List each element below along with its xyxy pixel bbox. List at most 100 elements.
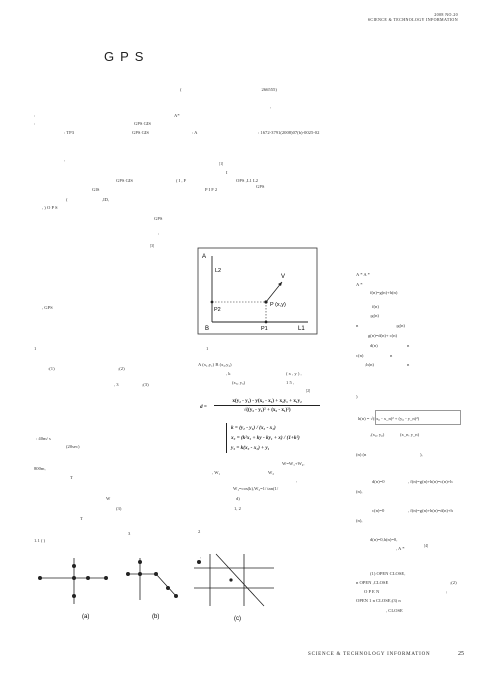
- body-text-line: GIS: [92, 187, 100, 192]
- body-text-line: ,ID,: [102, 197, 110, 202]
- page-number: 25: [458, 651, 464, 657]
- eq-y3: y₃ = k(x₃ - x₁) + y₁: [231, 445, 270, 451]
- body-text-line: (x_n, y_n): [400, 432, 420, 437]
- abstract-line: :: [34, 121, 36, 126]
- body-text-line: OPEN 1 n CLOSE;(3) n: [356, 598, 401, 603]
- affiliation: (266555): [180, 87, 277, 92]
- body-text-line: n: [407, 343, 410, 348]
- body-text-line: (: [66, 197, 68, 202]
- body-text-line: d(n)=0: [372, 479, 385, 484]
- body-text-line: ;g(n): [370, 313, 379, 318]
- body-text-line: OPS ,L1 L2: [236, 178, 259, 183]
- footer-journal: SCIENCE & TECHNOLOGY INFORMATION: [308, 652, 431, 657]
- body-text-line: 1: [206, 346, 209, 351]
- abstract-line: A*: [174, 113, 180, 118]
- body-text-line: c(n): [356, 353, 364, 358]
- body-text-line: , 3: [114, 382, 119, 387]
- body-text-line: ,(x₀, y₀): [370, 432, 385, 437]
- body-text-line: I: [226, 170, 228, 175]
- body-text-line: n: [356, 323, 359, 328]
- point-p1: [264, 320, 268, 324]
- body-text-line: 1 5 ,: [286, 380, 295, 385]
- abstract-line: : TP3: [64, 130, 74, 135]
- body-text-line: , ) O P S: [42, 205, 58, 210]
- body-text-line: [1]: [219, 162, 224, 166]
- body-text-line: h(n) = √((x₀ - x_n)² + (y₀ - y_n)²): [358, 416, 420, 421]
- body-text-line: :(1): [48, 366, 55, 371]
- body-text-line: , f(n)=g(n)+h(n)=d(n)+h: [408, 508, 453, 513]
- subfigure-c: (c): [194, 553, 274, 622]
- body-text-line: (x₃, y₃): [232, 380, 246, 385]
- body-text-line: ): [356, 394, 358, 399]
- body-text-line: (n),: [356, 518, 363, 523]
- body-text-line: 800m,: [34, 466, 46, 471]
- body-text-line: W₂: [268, 470, 274, 475]
- body-text-line: ,: [64, 157, 66, 162]
- body-text-line: [2]: [306, 389, 311, 393]
- body-text-line: d(n): [370, 343, 378, 348]
- body-text-line: c(n)=0: [372, 508, 385, 513]
- abstract-line: GPS GIS: [134, 121, 151, 126]
- label-p2: P2: [214, 307, 221, 313]
- subfigure-a: (a): [38, 558, 108, 620]
- distance-denominator: √((y₂ - y₁)² + (x₂ - x₁)²): [243, 407, 291, 413]
- body-text-line: [4]: [424, 544, 429, 548]
- label-v: V: [281, 274, 285, 280]
- body-text-line: GPS: [154, 216, 163, 221]
- body-text-line: , f(n)=g(n)+h(n)=c(n)+h: [408, 479, 453, 484]
- body-text-line: ,: [200, 554, 202, 559]
- label-p: P (x,y): [270, 302, 286, 308]
- eq-k: k = (y₂ - y₁) / (x₂ - x₁): [231, 425, 276, 431]
- body-text-line: A * A *: [356, 272, 370, 277]
- body-text-line: ,: [296, 478, 298, 483]
- body-text-line: d): [236, 496, 240, 501]
- svg-text:(b): (b): [152, 614, 159, 620]
- point-p2: [210, 300, 214, 304]
- abstract-line: :: [34, 113, 36, 118]
- body-text-line: 1.1 ( ): [34, 538, 46, 543]
- body-text-line: P I F 2: [205, 187, 218, 192]
- body-text-line: ;(3): [142, 382, 149, 387]
- body-text-line: , GPS: [42, 305, 53, 310]
- label-l2: L2: [215, 268, 221, 274]
- body-text-line: : 40m/ s: [36, 436, 51, 441]
- body-text-line: (20sec): [66, 444, 80, 449]
- distance-numerator: x(y₂ - y₁) - y(x₂ - x₁) + x₂y₁ + x₁y₂: [232, 398, 302, 404]
- body-text-line: W: [106, 496, 111, 501]
- projection-equations: k = (y₂ - y₁) / (x₂ - x₁) x₃ = (k²x₁ + k…: [226, 423, 300, 453]
- svg-text:(c): (c): [234, 616, 241, 622]
- body-text-line: n OPEN ,CLOSE: [356, 580, 389, 585]
- abstract-line: : 1672-3791(2008)07(b)-0025-02: [258, 130, 320, 135]
- body-text-line: ),: [420, 452, 423, 457]
- body-text-line: n: [390, 353, 393, 358]
- body-text-line: ;(2): [118, 366, 125, 371]
- body-text-line: W₁=cos(k),W₂=1/ tan(1/: [233, 486, 279, 491]
- body-text-line: (n),: [356, 489, 363, 494]
- figure-1-diagram: A L2 V P2 P (x,y) B P1 L1: [197, 247, 318, 335]
- body-text-line: GPS: [256, 184, 265, 189]
- body-text-line: (1) OPEN CLOSE,: [370, 571, 406, 576]
- body-text-line: :: [158, 231, 160, 236]
- body-text-line: , k: [226, 371, 231, 376]
- body-text-line: W=W₁+W₂,: [282, 461, 305, 466]
- body-text-line: A (x₁,y₁) B (x₂,y₂): [198, 362, 232, 367]
- paper-title: GPS: [104, 49, 150, 64]
- point-p: [264, 300, 268, 304]
- body-text-line: n: [407, 362, 410, 367]
- body-text-line: , A *: [396, 546, 405, 551]
- body-text-line: O P E N: [364, 589, 380, 594]
- body-text-line: T: [70, 475, 73, 480]
- label-a: A: [202, 254, 206, 260]
- body-text-line: f(n): [372, 304, 379, 309]
- journal-header: 2008 NO.20 SCIENCE & TECHNOLOGY INFORMAT…: [368, 12, 458, 22]
- eq-x3: x₃ = (k²x₁ + ky - ky₁ + x) / (1+k²): [231, 435, 300, 441]
- body-text-line: ;h(n): [365, 362, 374, 367]
- body-text-line: , CLOSE: [386, 608, 403, 613]
- issue-number: 2008 NO.20: [434, 12, 458, 17]
- body-text-line: T: [80, 516, 83, 521]
- body-text-line: f(n)=g(n)+h(n): [370, 290, 398, 295]
- body-text-line: ;g(n): [396, 323, 405, 328]
- svg-text:(a): (a): [82, 614, 89, 620]
- body-text-line: ( I , F: [176, 178, 187, 183]
- body-text-line: GPS GIS: [116, 178, 133, 183]
